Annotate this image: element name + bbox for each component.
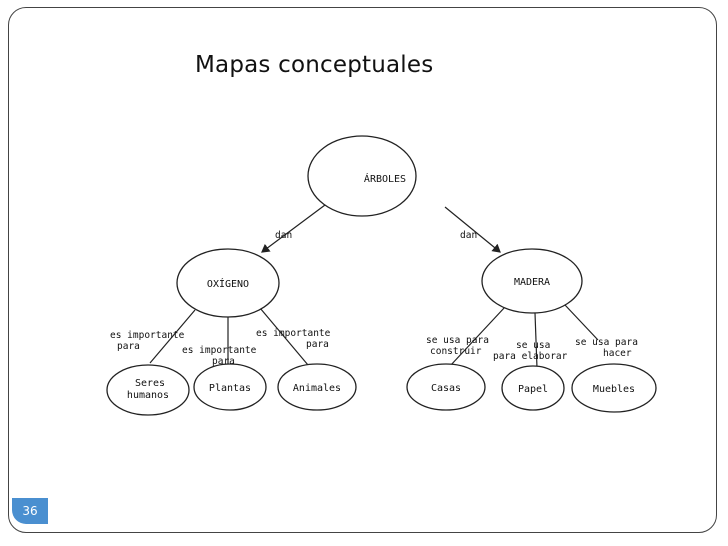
connector-oxigeno-animales — [259, 307, 309, 366]
node-label-arboles: ÁRBOLES — [364, 172, 406, 185]
page-number-badge: 36 — [12, 498, 48, 524]
link-label-elaborar-a: se usa — [516, 340, 550, 351]
link-label-importante-2a: es importante — [182, 345, 257, 356]
node-label-seres: Seres — [135, 378, 165, 389]
slide-frame — [8, 7, 717, 533]
node-plantas — [193, 363, 267, 411]
connector-arboles-oxigeno — [261, 204, 326, 253]
node-animales — [277, 363, 357, 411]
connector-madera-casas — [449, 306, 506, 367]
link-label-importante-2b: para — [212, 356, 235, 367]
connector-lines — [149, 204, 599, 369]
link-label-importante-3a: es importante — [256, 328, 331, 339]
connector-arboles-madera — [444, 206, 501, 253]
node-label-papel: Papel — [518, 384, 548, 395]
link-label-construir-a: se usa para — [426, 335, 489, 346]
node-oxigeno — [176, 248, 280, 318]
node-muebles — [571, 363, 657, 413]
node-label-madera: MADERA — [514, 277, 550, 288]
link-label-construir-b: construir — [430, 346, 482, 357]
link-label-elaborar-b: para elaborar — [493, 351, 568, 362]
link-label-importante-1a: es importante — [110, 330, 185, 341]
node-seres-humanos — [106, 364, 190, 416]
node-casas — [406, 363, 486, 411]
connector-madera-papel — [534, 312, 538, 369]
link-label-importante-1b: para — [117, 341, 140, 352]
node-madera — [481, 248, 583, 314]
connector-oxigeno-seres — [149, 309, 196, 364]
link-label-dan-right: dan — [460, 230, 477, 241]
node-arboles — [307, 135, 417, 217]
link-label-hacer-b: hacer — [603, 348, 632, 359]
link-label-dan-left: dan — [275, 230, 292, 241]
node-label-casas: Casas — [431, 383, 461, 394]
node-label-humanos: humanos — [127, 390, 169, 401]
link-label-importante-3b: para — [306, 339, 329, 350]
node-label-plantas: Plantas — [209, 383, 251, 394]
node-papel — [501, 365, 565, 411]
node-label-animales: Animales — [293, 383, 341, 394]
node-label-muebles: Muebles — [593, 384, 635, 395]
node-label-oxigeno: OXÍGENO — [207, 277, 249, 290]
link-label-hacer-a: se usa para — [575, 337, 638, 348]
connector-madera-muebles — [564, 304, 599, 341]
slide-title: Mapas conceptuales — [195, 52, 434, 78]
